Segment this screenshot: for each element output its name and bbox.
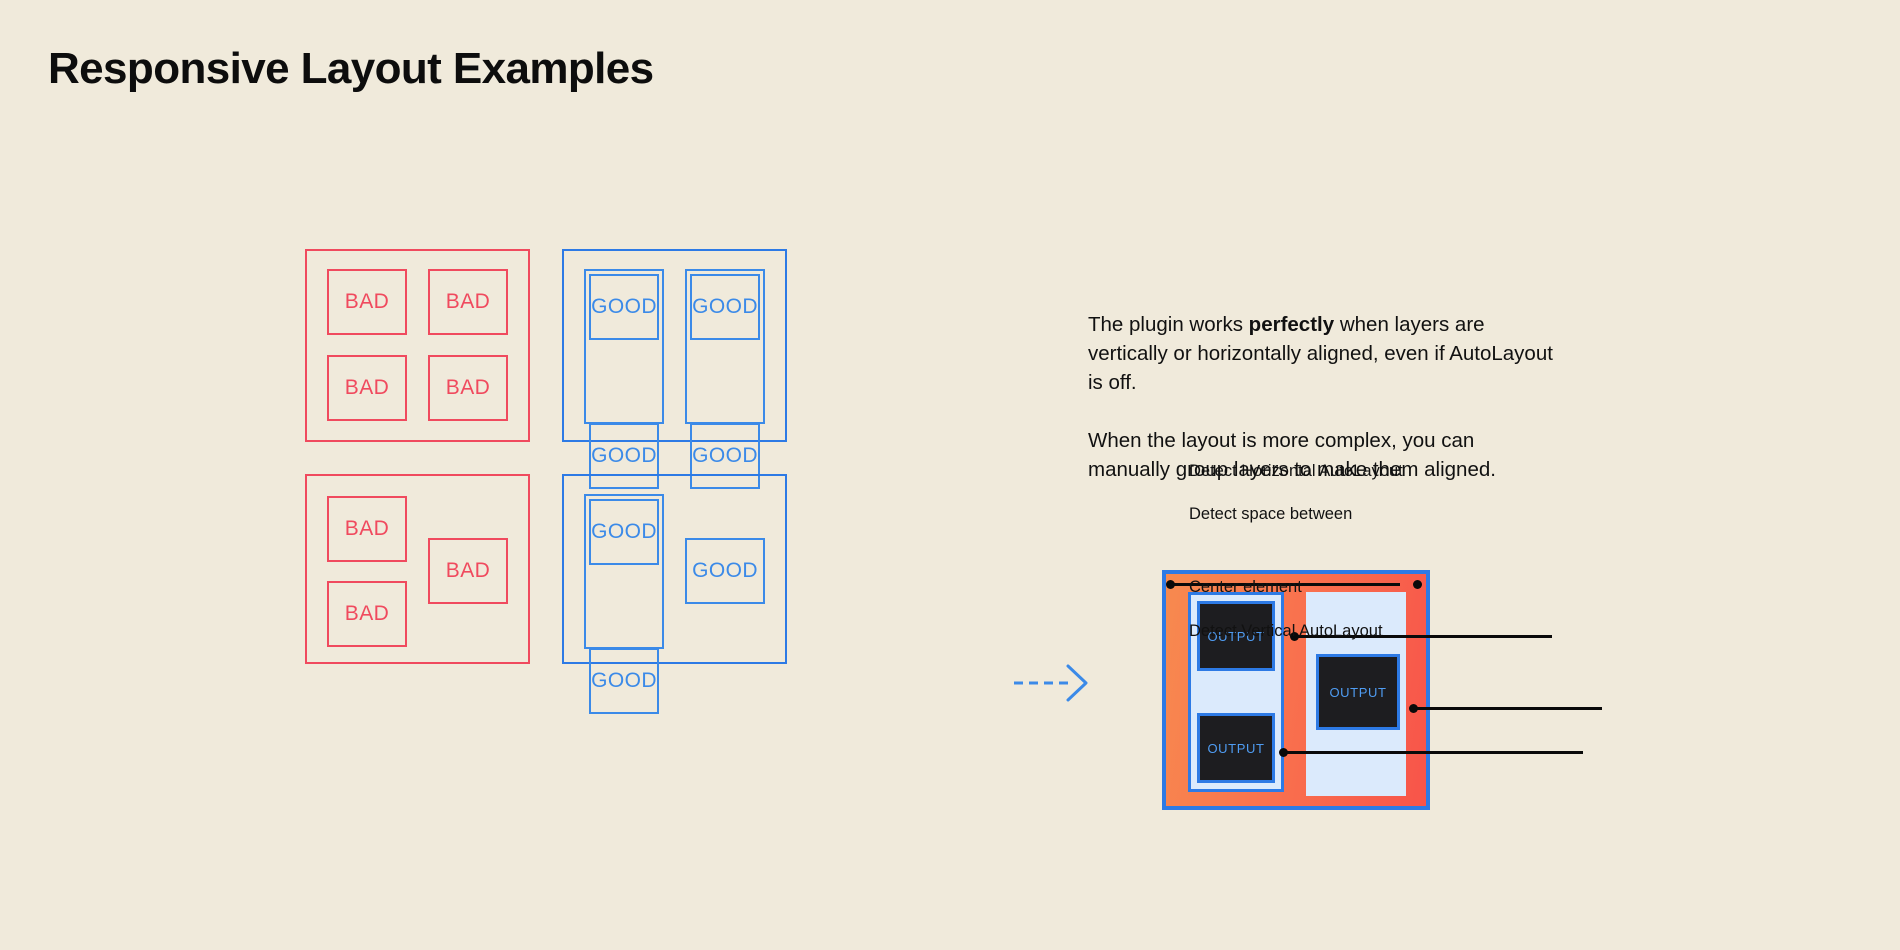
output-box: OUTPUT: [1197, 713, 1275, 783]
bad-cell-label: BAD: [344, 602, 390, 625]
bad-cell-label: BAD: [445, 290, 491, 313]
paragraph-1-part-b: when layers are vertically or horizontal…: [1088, 313, 1553, 394]
annotation-line: [1294, 635, 1552, 638]
annotation-label: Detect space between: [1189, 505, 1353, 523]
example-good-grid-panel: GOOD GOOD GOOD GOOD: [562, 249, 787, 489]
output-label: OUTPUT: [1207, 740, 1265, 756]
good-cell-label: GOOD: [591, 520, 657, 543]
annotation-line: [1413, 707, 1602, 710]
result-diagram: OUTPUT OUTPUT OUTPUT: [1162, 570, 1430, 810]
center-panel: OUTPUT: [1306, 592, 1406, 796]
good-cell: GOOD: [589, 648, 659, 714]
bad-cell: BAD: [428, 269, 508, 335]
output-box: OUTPUT: [1316, 654, 1400, 730]
annotation-line: [1170, 583, 1400, 586]
bad-cell: BAD: [327, 496, 407, 562]
good-cell-label: GOOD: [591, 669, 657, 692]
bad-cell: BAD: [327, 269, 407, 335]
example-bad-scattered-panel: BAD BAD BAD: [305, 474, 530, 664]
page-title: Responsive Layout Examples: [48, 44, 654, 93]
example-good-grouped-panel: GOOD GOOD GOOD: [562, 474, 787, 714]
good-column-group: GOOD GOOD: [584, 269, 664, 489]
good-cell: GOOD: [690, 274, 760, 340]
good-column-group: GOOD GOOD: [685, 269, 765, 489]
dashed-arrow-right-icon: [1014, 664, 1088, 702]
good-cell-label: GOOD: [591, 295, 657, 318]
paragraph-1-emphasis: perfectly: [1248, 313, 1335, 336]
annotation-label: Detect Horizontal AutoLayout: [1189, 462, 1403, 480]
bad-cell: BAD: [327, 355, 407, 421]
good-cell-label: GOOD: [692, 295, 758, 318]
annotation-label: Center element: [1189, 578, 1302, 596]
paragraph-1: The plugin works perfectly when layers a…: [1088, 310, 1558, 397]
bad-cell-label: BAD: [344, 376, 390, 399]
annotation-line: [1283, 751, 1583, 754]
bad-cell-label: BAD: [445, 559, 491, 582]
paragraph-2: When the layout is more complex, you can…: [1088, 429, 1496, 481]
bad-cell: BAD: [428, 355, 508, 421]
good-column-group: GOOD GOOD: [584, 494, 664, 714]
bad-cell-label: BAD: [445, 376, 491, 399]
description-text: The plugin works perfectly when layers a…: [1088, 310, 1558, 484]
good-cell: GOOD: [589, 499, 659, 565]
good-cell-label: GOOD: [692, 444, 758, 467]
good-cell: GOOD: [589, 274, 659, 340]
good-cell: GOOD: [589, 423, 659, 489]
good-cell-label: GOOD: [591, 444, 657, 467]
output-label: OUTPUT: [1207, 628, 1265, 644]
example-bad-grid-panel: BAD BAD BAD BAD: [305, 249, 530, 442]
good-cell-label: GOOD: [692, 559, 758, 582]
bad-cell: BAD: [327, 581, 407, 647]
output-box: OUTPUT: [1197, 601, 1275, 671]
bad-cell: BAD: [428, 538, 508, 604]
bad-cell-label: BAD: [344, 517, 390, 540]
vertical-group-container: OUTPUT OUTPUT: [1188, 592, 1284, 792]
bad-cell-label: BAD: [344, 290, 390, 313]
good-cell: GOOD: [690, 423, 760, 489]
good-cell: GOOD: [685, 538, 765, 604]
annotation-dot: [1413, 580, 1422, 589]
paragraph-1-part-a: The plugin works: [1088, 313, 1249, 336]
output-label: OUTPUT: [1329, 684, 1387, 700]
annotation-label: Detect Vertical AutoLayout: [1189, 622, 1383, 640]
